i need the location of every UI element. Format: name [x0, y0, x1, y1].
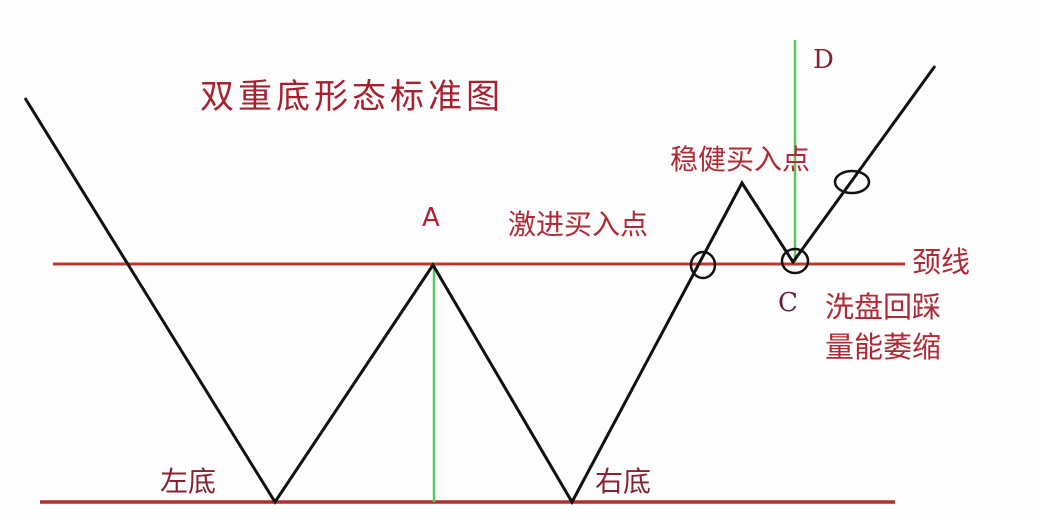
neckline-label: 颈线 [912, 245, 971, 279]
point-c-label: C [778, 288, 798, 318]
washout-pullback-label: 洗盘回踩 [825, 290, 942, 324]
aggressive-buy-label: 激进买入点 [508, 208, 649, 241]
left-bottom-label: 左底 [160, 465, 217, 498]
right-bottom-label: 右底 [595, 465, 652, 498]
volume-shrink-label: 量能萎缩 [825, 330, 942, 364]
aggressive-buy-marker [689, 250, 717, 280]
diagram-title: 双重底形态标准图 [200, 77, 504, 117]
point-a-label: A [422, 203, 440, 233]
pullback-marker-c [780, 247, 810, 275]
steady-buy-label: 稳健买入点 [670, 143, 811, 176]
steady-buy-marker [833, 169, 871, 195]
point-d-label: D [813, 45, 834, 75]
price-path [23, 65, 937, 506]
